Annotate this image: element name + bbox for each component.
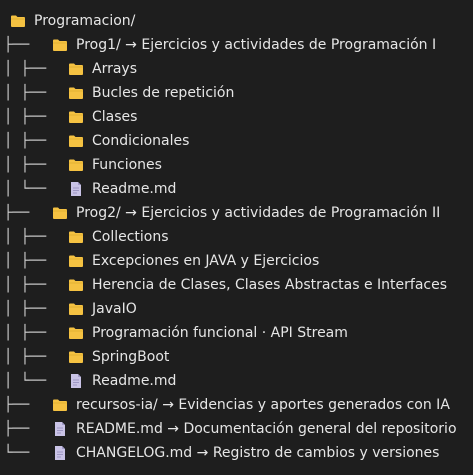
- folder-icon: [68, 349, 84, 365]
- tree-label: Excepciones en JAVA y Ejercicios: [92, 253, 320, 269]
- tree-row-folder[interactable]: ├── Prog2/ → Ejercicios y actividades de…: [0, 201, 473, 225]
- tree-prefix: │ ├──: [4, 229, 47, 245]
- tree-prefix: │ ├──: [4, 349, 47, 365]
- tree-prefix: │ ├──: [4, 277, 47, 293]
- file-icon: [52, 421, 68, 437]
- folder-icon: [68, 277, 84, 293]
- tree-prefix: │ ├──: [4, 325, 47, 341]
- tree-label: CHANGELOG.md → Registro de cambios y ver…: [76, 445, 440, 461]
- tree-row-folder[interactable]: │ ├── SpringBoot: [0, 345, 473, 369]
- tree-label: Herencia de Clases, Clases Abstractas e …: [92, 277, 448, 293]
- tree-row-folder[interactable]: │ ├── Arrays: [0, 57, 473, 81]
- tree-label: Collections: [92, 229, 169, 245]
- tree-label: JavaIO: [92, 301, 137, 317]
- tree-row-folder[interactable]: ├── recursos-ia/ → Evidencias y aportes …: [0, 393, 473, 417]
- tree-label: Readme.md: [92, 181, 177, 197]
- tree-prefix: │ ├──: [4, 109, 47, 125]
- tree-label: Funciones: [92, 157, 162, 173]
- tree-row-folder[interactable]: │ ├── Bucles de repetición: [0, 81, 473, 105]
- tree-row-folder[interactable]: │ ├── Programación funcional · API Strea…: [0, 321, 473, 345]
- folder-icon: [68, 109, 84, 125]
- tree-label: SpringBoot: [92, 349, 170, 365]
- tree-row-folder[interactable]: Programacion/: [0, 9, 473, 33]
- folder-icon: [68, 253, 84, 269]
- tree-label: Condicionales: [92, 133, 190, 149]
- tree-label: Clases: [92, 109, 138, 125]
- tree-prefix: ├──: [4, 205, 30, 221]
- tree-row-file[interactable]: │ └── Readme.md: [0, 369, 473, 393]
- file-icon: [68, 181, 84, 197]
- tree-prefix: ├──: [4, 397, 30, 413]
- folder-icon: [52, 397, 68, 413]
- folder-icon: [68, 229, 84, 245]
- tree-prefix: │ ├──: [4, 157, 47, 173]
- tree-row-file[interactable]: └── CHANGELOG.md → Registro de cambios y…: [0, 441, 473, 465]
- tree-row-folder[interactable]: ├── Prog1/ → Ejercicios y actividades de…: [0, 33, 473, 57]
- folder-icon: [68, 85, 84, 101]
- folder-icon: [68, 157, 84, 173]
- tree-label: Programación funcional · API Stream: [92, 325, 348, 341]
- tree-label: Arrays: [92, 61, 138, 77]
- tree-prefix: │ ├──: [4, 133, 47, 149]
- file-icon: [52, 445, 68, 461]
- tree-row-folder[interactable]: │ ├── Condicionales: [0, 129, 473, 153]
- tree-label: Readme.md: [92, 373, 177, 389]
- tree-prefix: ├──: [4, 37, 30, 53]
- tree-label: Prog1/ → Ejercicios y actividades de Pro…: [76, 37, 437, 53]
- tree-prefix: │ ├──: [4, 253, 47, 269]
- tree-prefix: │ ├──: [4, 85, 47, 101]
- folder-icon: [52, 205, 68, 221]
- tree-prefix: │ └──: [4, 181, 47, 197]
- tree-label: Programacion/: [34, 13, 136, 29]
- folder-icon: [52, 37, 68, 53]
- tree-label: Prog2/ → Ejercicios y actividades de Pro…: [76, 205, 441, 221]
- tree-prefix: │ ├──: [4, 61, 47, 77]
- folder-icon: [10, 13, 26, 29]
- tree-prefix: │ ├──: [4, 301, 47, 317]
- tree-row-folder[interactable]: │ ├── Herencia de Clases, Clases Abstrac…: [0, 273, 473, 297]
- tree-row-file[interactable]: ├── README.md → Documentación general de…: [0, 417, 473, 441]
- tree-row-folder[interactable]: │ ├── Clases: [0, 105, 473, 129]
- tree-prefix: ├──: [4, 421, 30, 437]
- folder-icon: [68, 61, 84, 77]
- folder-icon: [68, 301, 84, 317]
- tree-row-folder[interactable]: │ ├── Excepciones en JAVA y Ejercicios: [0, 249, 473, 273]
- tree-label: README.md → Documentación general del re…: [76, 421, 457, 437]
- file-icon: [68, 373, 84, 389]
- tree-row-folder[interactable]: │ ├── Funciones: [0, 153, 473, 177]
- tree-prefix: │ └──: [4, 373, 47, 389]
- tree-row-folder[interactable]: │ ├── Collections: [0, 225, 473, 249]
- tree-prefix: └──: [4, 445, 30, 461]
- tree-label: recursos-ia/ → Evidencias y aportes gene…: [76, 397, 450, 413]
- tree-label: Bucles de repetición: [92, 85, 235, 101]
- tree-row-file[interactable]: │ └── Readme.md: [0, 177, 473, 201]
- tree-row-folder[interactable]: │ ├── JavaIO: [0, 297, 473, 321]
- folder-icon: [68, 133, 84, 149]
- folder-icon: [68, 325, 84, 341]
